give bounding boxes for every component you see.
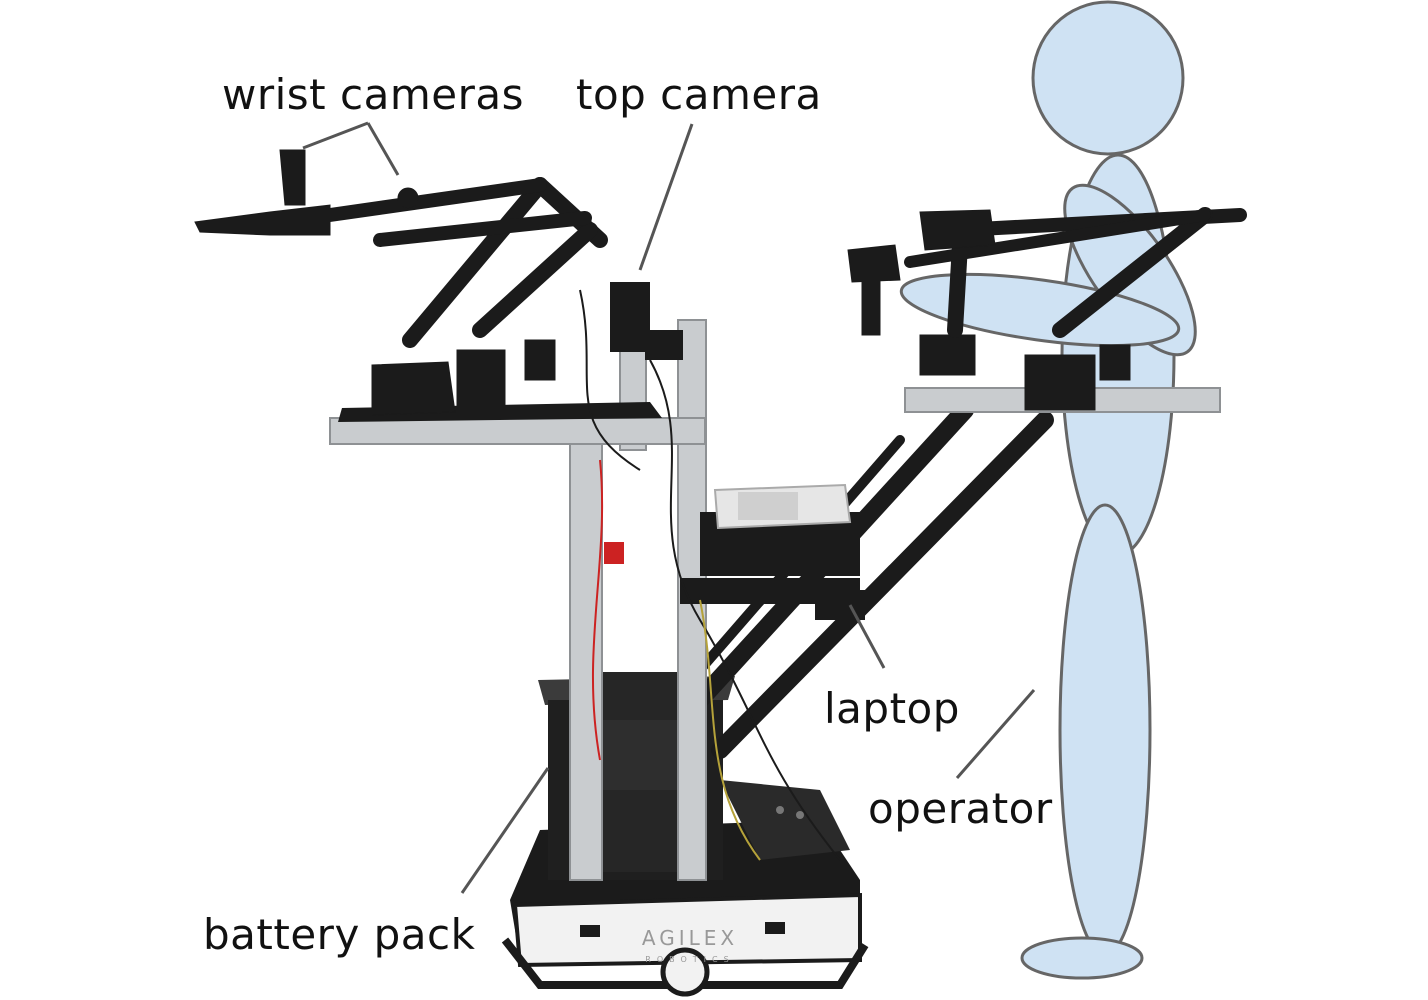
mobile-base: AGILEX ROBOTICS	[501, 780, 869, 997]
right-arms	[847, 207, 1247, 411]
cables	[579, 289, 841, 861]
laptop	[680, 483, 865, 620]
leader-operator	[955, 689, 1036, 779]
label-wrist-cameras: wrist cameras	[222, 70, 524, 119]
leader-wrist-left	[302, 121, 369, 150]
operator-arm-front	[899, 272, 1181, 348]
leader-wrist-right	[366, 122, 400, 176]
label-operator: operator	[868, 784, 1053, 833]
top-camera	[610, 282, 683, 360]
base-brand-subtitle: ROBOTICS	[645, 955, 734, 964]
operator-foot	[1020, 936, 1144, 980]
operator-leg	[1058, 503, 1152, 957]
leader-top-camera	[638, 123, 694, 271]
label-laptop: laptop	[824, 684, 960, 733]
base-brand-name: AGILEX	[642, 926, 738, 950]
leader-laptop	[848, 604, 886, 669]
leader-battery	[460, 767, 550, 894]
label-battery-pack: battery pack	[203, 910, 476, 959]
leader-lines	[302, 121, 1036, 894]
label-top-camera: top camera	[576, 70, 822, 119]
red-connector	[604, 542, 624, 564]
left-arms	[194, 149, 608, 416]
operator-head	[1031, 0, 1185, 156]
base-wheel	[660, 947, 710, 997]
